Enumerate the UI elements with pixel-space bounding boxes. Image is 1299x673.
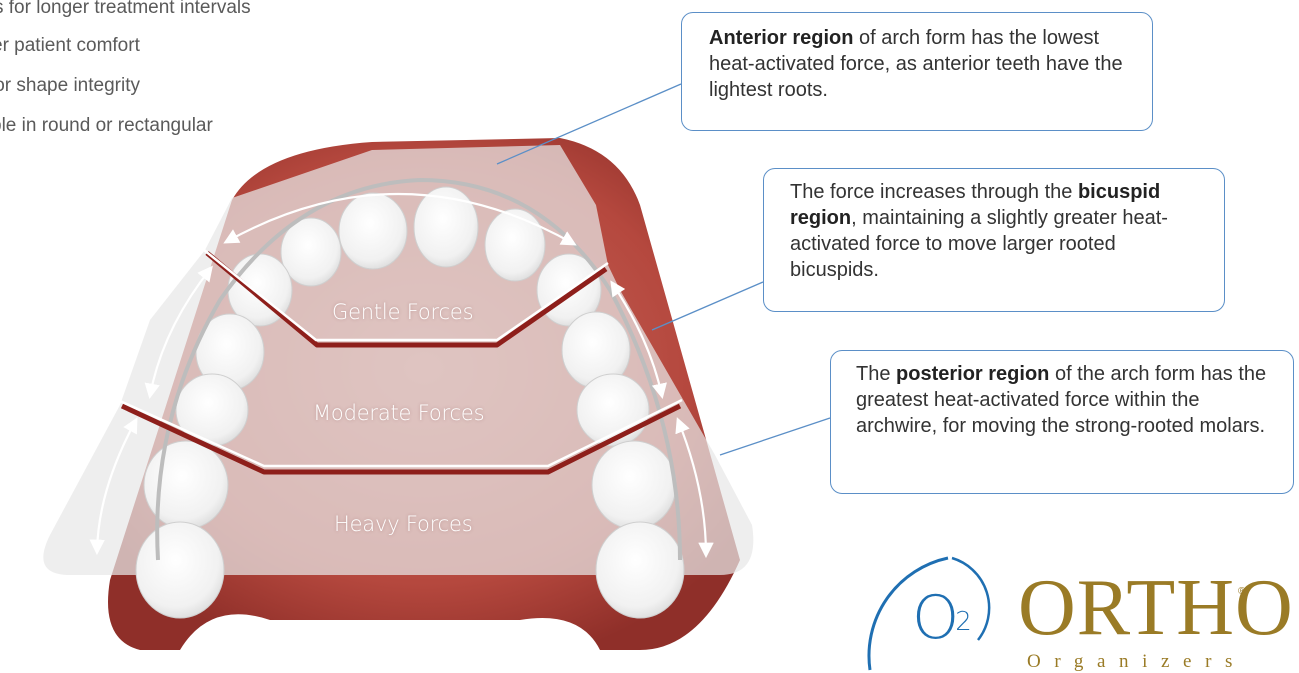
logo-mark-sup: 2 bbox=[955, 607, 972, 637]
logo-registered: ® bbox=[1238, 586, 1245, 597]
bicuspid-leader bbox=[652, 282, 763, 330]
tooth bbox=[414, 187, 478, 267]
tooth bbox=[339, 193, 407, 269]
posterior-callout-pre: The bbox=[856, 363, 896, 385]
logo-subtitle: Organizers bbox=[1027, 651, 1246, 673]
tooth bbox=[136, 522, 224, 618]
logo-wordmark: ORTHO bbox=[1018, 568, 1294, 648]
logo-mark: O2 bbox=[912, 588, 972, 648]
gentle-forces-label: Gentle Forces bbox=[332, 300, 473, 324]
tooth bbox=[485, 209, 545, 281]
heavy-forces-label: Heavy Forces bbox=[334, 512, 472, 536]
posterior-callout: The posterior region of the arch form ha… bbox=[830, 350, 1294, 494]
posterior-leader bbox=[720, 418, 830, 455]
bicuspid-callout-pre: The force increases through the bbox=[790, 181, 1078, 203]
logo-mark-letter: O bbox=[912, 583, 959, 653]
tooth bbox=[592, 441, 676, 529]
moderate-forces-label: Moderate Forces bbox=[313, 401, 484, 425]
anterior-callout: Anterior region of arch form has the low… bbox=[681, 12, 1153, 131]
posterior-callout-bold: posterior region bbox=[896, 363, 1049, 385]
anterior-callout-bold: Anterior region bbox=[709, 27, 853, 49]
tooth bbox=[596, 522, 684, 618]
bicuspid-callout: The force increases through the bicuspid… bbox=[763, 168, 1225, 312]
